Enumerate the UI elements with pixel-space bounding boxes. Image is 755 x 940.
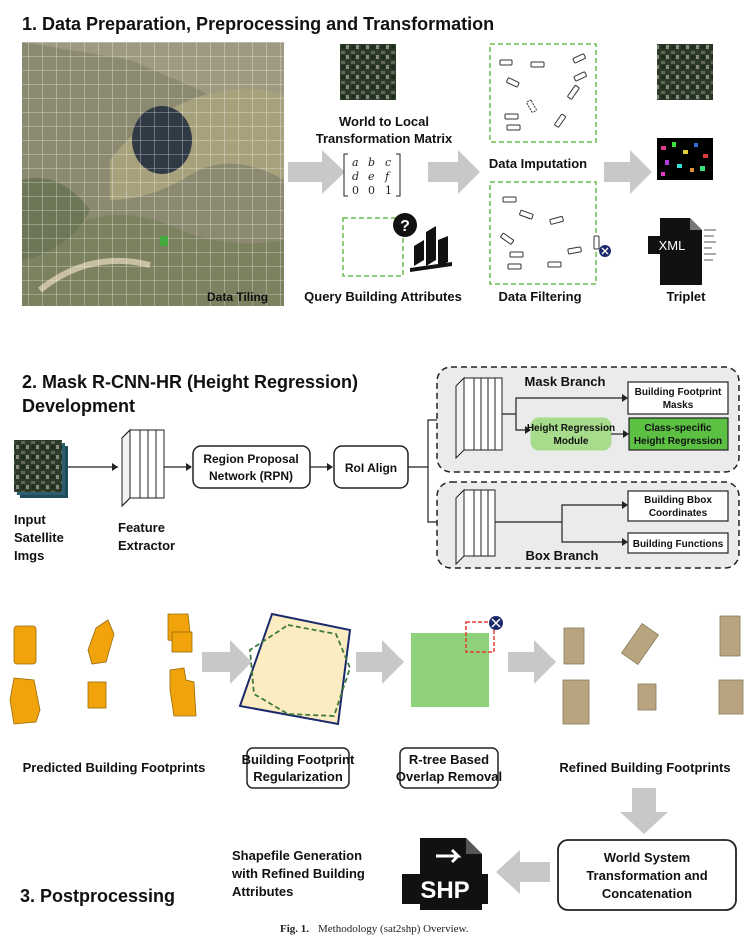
regularization-illustration — [238, 612, 352, 726]
connector-line — [495, 504, 626, 543]
rtree-box — [399, 747, 499, 789]
filtering-dashed-box — [489, 181, 597, 285]
hrm-line2: Module — [554, 436, 589, 447]
matrix-1: 1 — [385, 184, 392, 197]
building-stack-icon — [410, 226, 452, 272]
predicted-footprints-label: Predicted Building Footprints — [23, 760, 206, 775]
section2-title-line2: Development — [22, 396, 135, 416]
shapefile-line3: Attributes — [232, 884, 293, 899]
matrix-0a: 0 — [352, 184, 359, 197]
remove-x-icon — [599, 245, 611, 257]
flow-arrow — [496, 850, 550, 894]
footprint-masks-line2: Masks — [663, 400, 694, 411]
predicted-footprints — [9, 613, 197, 725]
matrix-c: c — [385, 156, 391, 169]
regularization-line2: Regularization — [253, 769, 343, 784]
triplet-image-thumbnail — [657, 44, 713, 100]
data-filtering-label: Data Filtering — [498, 289, 581, 304]
transformation-matrix: a b c d e f 0 0 1 — [343, 153, 401, 197]
shapefile-line2: with Refined Building — [231, 866, 365, 881]
triplet-label: Triplet — [666, 289, 706, 304]
section1-title: 1. Data Preparation, Preprocessing and T… — [22, 14, 494, 34]
regularization-box — [246, 747, 350, 789]
rpn-line2: Network (RPN) — [209, 469, 293, 483]
matrix-0b: 0 — [368, 184, 375, 197]
matrix-d: d — [352, 170, 359, 183]
connector-line — [502, 397, 626, 431]
flow-arrow — [604, 150, 652, 194]
input-label-line3: Imgs — [14, 548, 44, 563]
matrix-b: b — [368, 156, 375, 169]
caption-text: Methodology (sat2shp) Overview. — [318, 923, 469, 935]
triplet-mask-thumbnail — [657, 138, 713, 180]
rtree-line1: R-tree Based — [409, 752, 489, 767]
matrix-f: f — [384, 170, 391, 183]
input-label-line1: Input — [14, 512, 46, 527]
overlap-removal-illustration — [411, 616, 503, 707]
question-icon: ? — [393, 213, 417, 237]
regularization-line1: Building Footprint — [242, 752, 355, 767]
input-image-stack — [14, 440, 68, 498]
shapefile-line1: Shapefile Generation — [232, 848, 362, 863]
refined-footprints — [562, 615, 744, 725]
shp-file-icon: SHP — [402, 838, 488, 910]
flow-arrow — [620, 788, 668, 834]
flow-arrow — [202, 640, 252, 684]
flow-arrow — [356, 640, 404, 684]
bbox-line2: Coordinates — [649, 508, 708, 519]
world-system-line3: Concatenation — [602, 886, 692, 901]
svg-text:?: ? — [400, 218, 410, 235]
data-imputation-label: Data Imputation — [489, 156, 587, 171]
flow-arrow — [428, 150, 480, 194]
caption-label: Fig. 1. — [280, 923, 309, 935]
flow-arrow — [508, 640, 556, 684]
building-functions-label: Building Functions — [633, 539, 724, 550]
bbox-line1: Building Bbox — [644, 495, 712, 506]
class-specific-height-box — [628, 417, 729, 451]
imputation-buildings — [499, 53, 587, 131]
matrix-a: a — [352, 156, 359, 169]
query-attributes-label: Query Building Attributes — [304, 289, 462, 304]
footprint-masks-line1: Building Footprint — [635, 387, 722, 398]
mask-branch-label: Mask Branch — [525, 374, 606, 389]
class-specific-line2: Height Regression — [634, 436, 722, 447]
building-bbox-box — [627, 490, 729, 522]
matrix-e: e — [368, 170, 375, 183]
data-tiling-label: Data Tiling — [207, 290, 268, 304]
building-functions-box — [627, 532, 729, 554]
feature-extractor-line1: Feature — [118, 520, 165, 535]
feature-extractor-line2: Extractor — [118, 538, 175, 553]
refined-footprints-label: Refined Building Footprints — [559, 760, 730, 775]
shp-label: SHP — [420, 877, 469, 904]
world-system-line1: World System — [604, 850, 690, 865]
satellite-tile-image — [22, 42, 284, 306]
imputation-dashed-box — [489, 43, 597, 143]
input-label-line2: Satellite — [14, 530, 64, 545]
xml-file-icon: XML — [648, 218, 716, 285]
section2-title-line1: 2. Mask R-CNN-HR (Height Regression) — [22, 372, 358, 392]
section3-title: 3. Postprocessing — [20, 886, 175, 906]
roi-align-label: RoI Align — [345, 461, 397, 475]
world-to-local-line1: World to Local — [339, 114, 429, 129]
world-to-local-line2: Transformation Matrix — [316, 131, 453, 146]
xml-label: XML — [659, 238, 686, 253]
building-footprint-masks-box — [627, 381, 729, 415]
tile-thumbnail — [340, 44, 396, 100]
box-branch-layers — [455, 488, 496, 566]
flow-arrow — [288, 150, 345, 194]
world-system-box — [557, 839, 737, 911]
rtree-line2: Overlap Removal — [396, 769, 502, 784]
hrm-line1: Height Regression — [527, 423, 615, 434]
query-dashed-box — [342, 217, 404, 277]
filtering-buildings — [500, 196, 600, 270]
box-branch-label: Box Branch — [526, 548, 599, 563]
feature-extractor-layers — [121, 428, 165, 508]
class-specific-line1: Class-specific — [644, 423, 712, 434]
world-system-line2: Transformation and — [586, 868, 707, 883]
mask-branch-layers — [455, 376, 503, 460]
rpn-line1: Region Proposal — [203, 452, 298, 466]
